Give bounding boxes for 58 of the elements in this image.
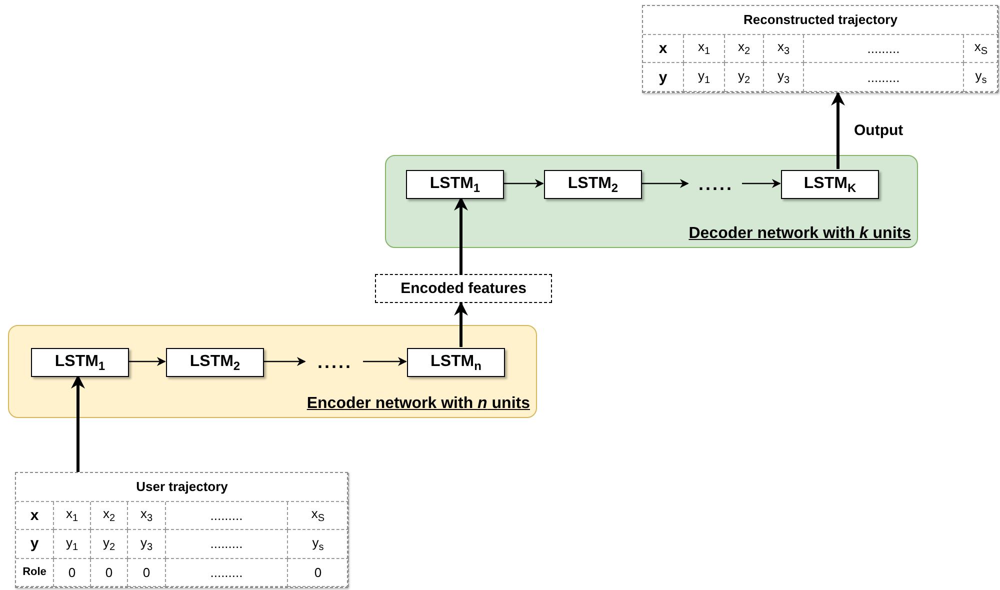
table-cell: .........: [166, 558, 288, 587]
lstm-box: LSTM$_{2}$: [166, 348, 264, 377]
feature-box: Encoded features: [375, 274, 552, 303]
network-panel: [8, 325, 537, 418]
ellipsis: .....: [689, 170, 743, 199]
table-cell: x: [643, 34, 684, 64]
lstm-box: LSTM$_{1}$: [406, 170, 504, 199]
table-cell: x$_{2}$: [91, 502, 128, 530]
table-cell: .........: [804, 34, 964, 64]
lstm-box: LSTM$_{2}$: [544, 170, 642, 199]
edge-label: Output: [852, 122, 906, 139]
arrow: [454, 196, 468, 274]
table-cell: y: [16, 530, 54, 558]
table-cell: y$_{s}$: [964, 63, 999, 92]
ellipsis: .....: [306, 348, 364, 377]
table-cell: 0: [128, 558, 166, 587]
data-table: [642, 5, 998, 93]
table-cell: 0: [288, 558, 349, 587]
table-cell: .........: [804, 63, 964, 92]
arrow: [128, 357, 166, 366]
table-cell: x$_{3}$: [128, 502, 166, 530]
network-panel: [385, 155, 918, 248]
lstm-box: LSTM$_{n}$: [407, 348, 505, 377]
arrow: [831, 92, 845, 169]
lstm-box: LSTM$_{1}$: [31, 348, 129, 377]
data-table: [15, 472, 348, 588]
table-cell: x$_{3}$: [764, 34, 804, 64]
arrow: [454, 302, 468, 347]
table-cell: x$_{S}$: [964, 34, 999, 64]
table-cell: x$_{1}$: [54, 502, 91, 530]
table-cell: y$_{1}$: [54, 530, 91, 558]
table-cell: y$_{3}$: [128, 530, 166, 558]
table-cell: y$_{1}$: [684, 63, 725, 92]
table-cell: y$_{s}$: [288, 530, 349, 558]
table-title: User trajectory: [16, 473, 349, 502]
table-cell: Role: [16, 558, 54, 587]
table-cell: y$_{2}$: [91, 530, 128, 558]
table-cell: 0: [91, 558, 128, 587]
table-cell: y: [643, 63, 684, 92]
lstm-box: LSTM$_{K}$: [781, 170, 879, 199]
table-cell: x$_{1}$: [684, 34, 725, 64]
panel-title: Encoder network with n units: [306, 395, 530, 413]
table-cell: x$_{S}$: [288, 502, 349, 530]
table-cell: 0: [54, 558, 91, 587]
table-cell: .........: [166, 502, 288, 530]
arrow: [742, 179, 781, 188]
arrow: [71, 374, 85, 472]
table-cell: x: [16, 502, 54, 530]
table-cell: x$_{2}$: [725, 34, 764, 64]
arrow: [503, 179, 544, 188]
arrow: [263, 357, 306, 366]
table-cell: .........: [166, 530, 288, 558]
table-title: Reconstructed trajectory: [643, 6, 999, 35]
arrow: [363, 357, 407, 366]
panel-title: Decoder network with k units: [688, 225, 911, 243]
arrow: [641, 179, 689, 188]
table-cell: y$_{3}$: [764, 63, 804, 92]
table-cell: y$_{2}$: [725, 63, 764, 92]
